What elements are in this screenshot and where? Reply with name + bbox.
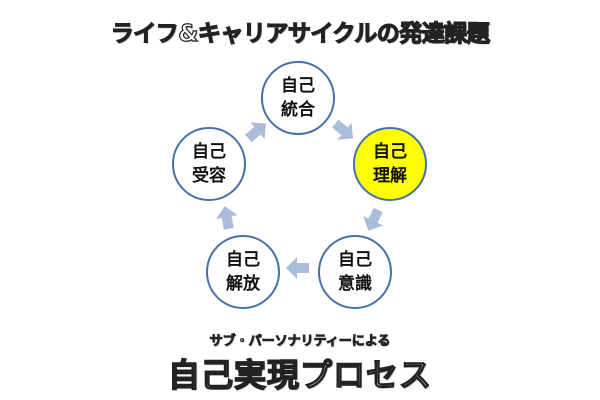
node-label: 受容: [192, 166, 226, 186]
node-label: 意識: [338, 274, 372, 294]
diagram-title: ライフ&キャリアサイクルの発達課題: [110, 20, 490, 47]
arrow-icon: [215, 206, 238, 230]
node-label: 自己: [281, 76, 315, 96]
node-self-integration: 自己統合: [261, 61, 335, 135]
node-label: 自己: [373, 142, 407, 162]
node-label: 自己: [226, 250, 260, 270]
node-self-acceptance: 自己受容: [172, 127, 246, 201]
node-label: 理解: [373, 166, 407, 186]
diagram-subtitle: サブ・パーソナリティーによる: [209, 334, 391, 350]
node-label: 統合: [281, 100, 315, 120]
arrow-icon: [245, 122, 266, 143]
node-self-understanding: 自己理解: [353, 127, 427, 201]
node-label: 自己: [338, 250, 372, 270]
node-label: 解放: [226, 274, 260, 294]
arrow-icon: [286, 257, 309, 279]
arrow-icon: [363, 207, 384, 231]
node-label: 自己: [192, 142, 226, 162]
node-self-liberation: 自己解放: [206, 235, 280, 309]
diagram-main-title: 自己実現プロセス: [167, 355, 432, 394]
node-self-awareness: 自己意識: [318, 235, 392, 309]
arrow-icon: [332, 119, 353, 140]
